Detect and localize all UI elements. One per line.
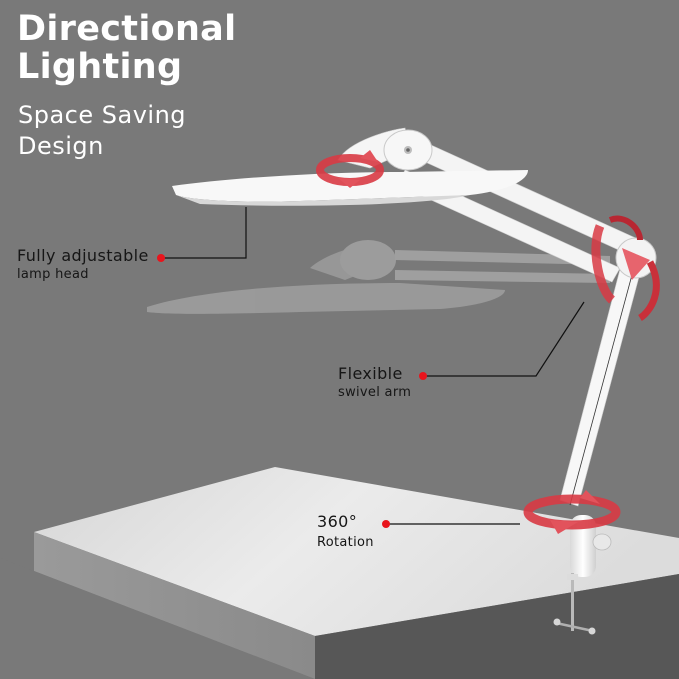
- desk: [0, 467, 679, 679]
- callout-title: Flexible: [338, 364, 403, 383]
- callout-title: 360°: [317, 512, 358, 531]
- desk-clamp: [553, 515, 612, 635]
- callout-adjustable-head: Fully adjustable lamp head: [17, 246, 149, 284]
- rotation-arrow-icon: [523, 490, 621, 534]
- subheadline: Space Saving Design: [18, 100, 186, 162]
- rotation-arrow-icon: [316, 150, 384, 188]
- callout-subtitle: swivel arm: [338, 385, 412, 400]
- subheadline-line-1: Space Saving: [18, 101, 187, 129]
- callout-swivel-arm: Flexible swivel arm: [338, 364, 411, 402]
- callout-title: Fully adjustable: [17, 246, 149, 265]
- ghost-lamp: [147, 240, 610, 314]
- headline-line-1: Directional: [17, 9, 237, 49]
- rotation-arrow-icon: [591, 215, 660, 321]
- headline: Directional Lighting: [17, 10, 236, 86]
- callout-subtitle: Rotation: [317, 535, 374, 550]
- headline-line-2: Lighting: [17, 47, 183, 87]
- subheadline-line-2: Design: [18, 132, 104, 160]
- callout-subtitle: lamp head: [17, 267, 89, 282]
- callout-dot-icon: [157, 254, 427, 528]
- callout-rotation: 360° Rotation: [317, 512, 374, 552]
- callout-lines: [160, 207, 585, 525]
